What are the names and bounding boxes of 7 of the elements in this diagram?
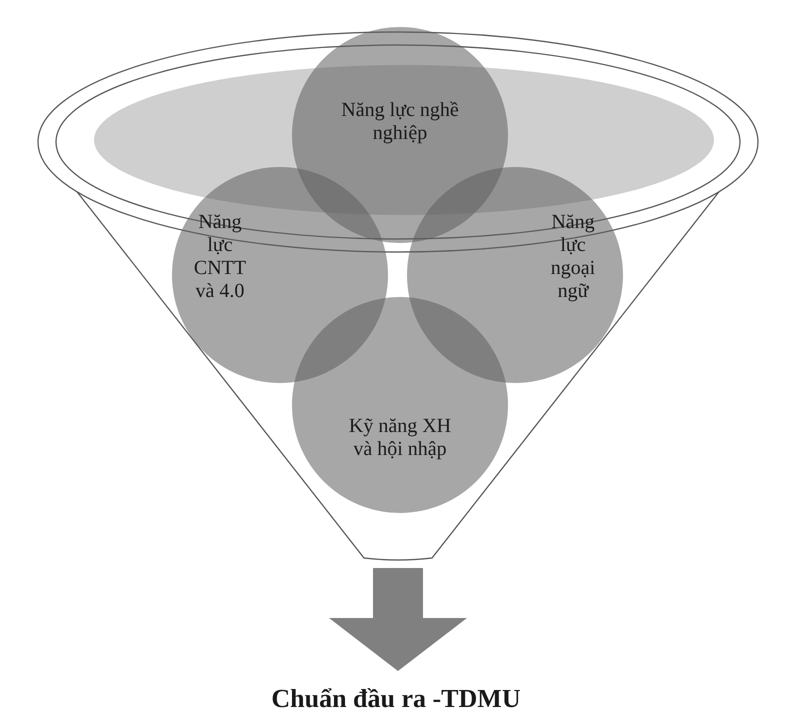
- result-title: Chuẩn đầu ra -TDMU: [271, 684, 521, 715]
- circle-label: Năng lực CNTT và 4.0: [192, 211, 248, 303]
- circle-label: Năng lực ngoại ngữ: [550, 211, 596, 303]
- circle-label: Năng lực nghề nghiệp: [340, 99, 460, 145]
- down-arrow: [329, 568, 467, 671]
- circle-label: Kỹ năng XH và hội nhập: [348, 415, 452, 461]
- funnel-drawing: [36, 30, 760, 562]
